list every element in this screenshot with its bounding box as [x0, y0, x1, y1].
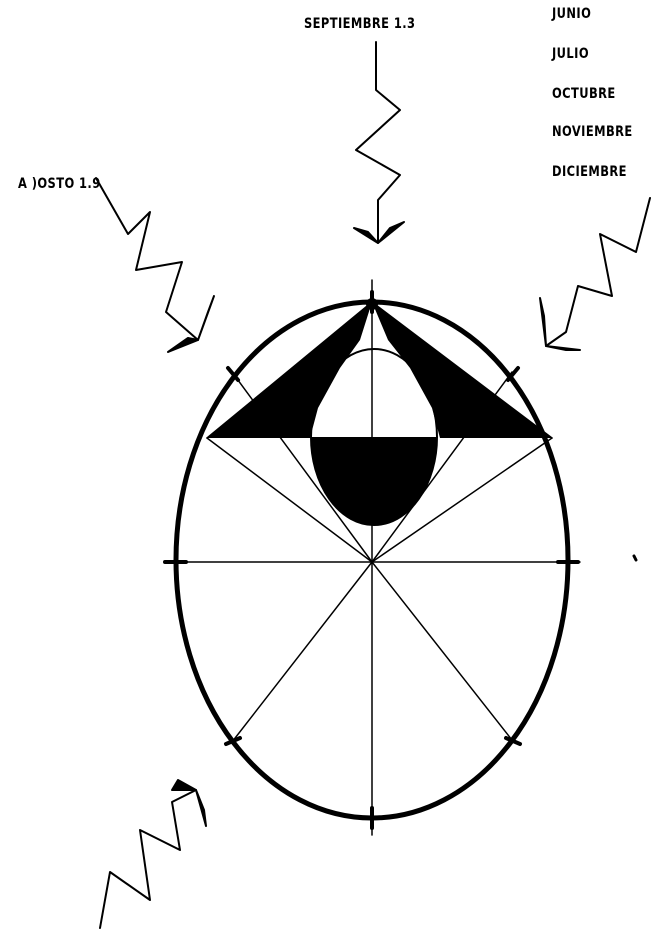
month-diciembre: DICIEMBRE — [552, 164, 627, 180]
apex-dot — [366, 298, 378, 310]
wind-arrowhead-southwest — [172, 780, 206, 826]
diagonal-lower-left — [232, 562, 372, 742]
wind-arrowhead-northeast — [540, 298, 580, 350]
month-julio: JULIO — [552, 46, 589, 62]
wind-arrow-southwest — [100, 790, 196, 928]
label-agosto: A )OSTO 1.9 — [18, 176, 101, 192]
wind-arrow-northeast — [546, 198, 650, 346]
wind-arrow-north — [356, 42, 400, 243]
wind-arrowhead-northwest — [168, 296, 214, 352]
month-junio: JUNIO — [552, 6, 591, 22]
month-octubre: OCTUBRE — [552, 86, 616, 102]
month-noviembre: NOVIEMBRE — [552, 124, 633, 140]
side-tick-right — [634, 556, 636, 560]
diagonal-lower-right — [372, 562, 512, 740]
inner-oval-fill — [311, 437, 437, 525]
wind-arrow-northwest — [96, 178, 198, 340]
label-septiembre: SEPTIEMBRE 1.3 — [304, 16, 415, 32]
